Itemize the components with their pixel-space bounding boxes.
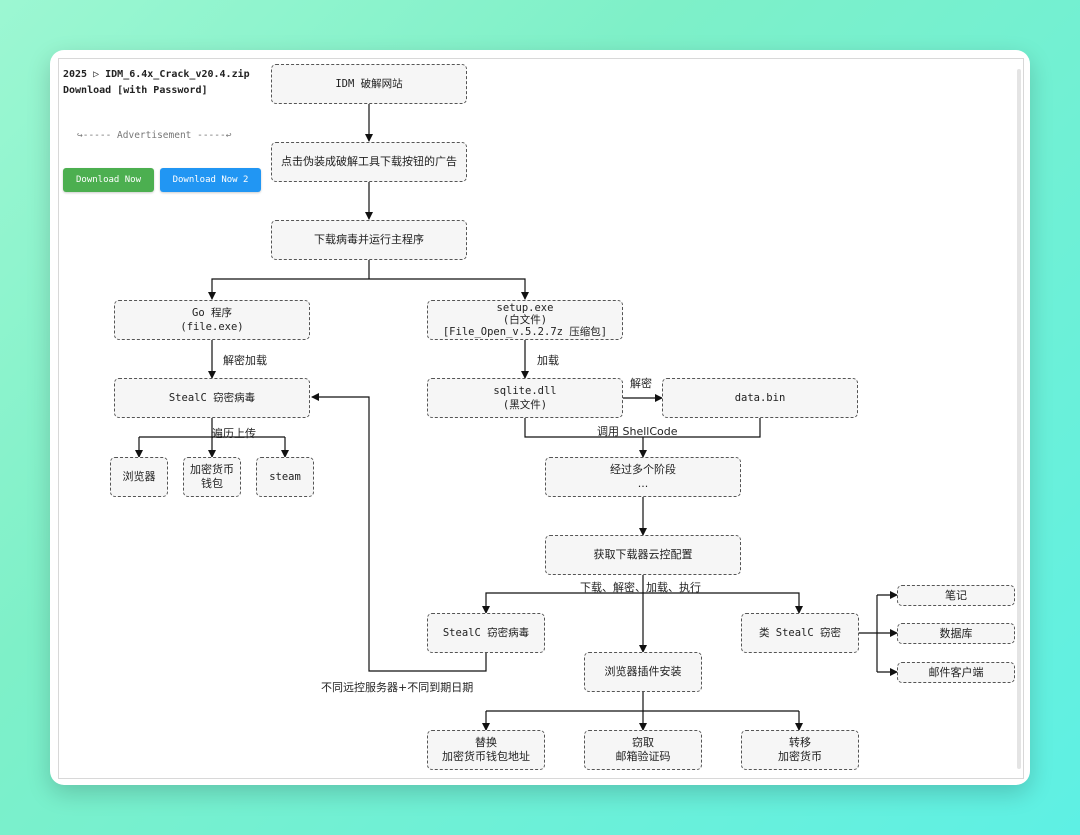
edge-databin-down	[643, 418, 761, 438]
advertisement-label: ↪----- Advertisement -----↩	[77, 130, 232, 141]
node-database: 数据库	[897, 623, 1015, 644]
node-steal-email-code: 窃取 邮箱验证码	[584, 730, 702, 770]
node-label: 邮件客户端	[928, 665, 984, 679]
node-label: 下载病毒并运行主程序	[314, 233, 424, 246]
node-transfer-crypto: 转移 加密货币	[741, 730, 859, 770]
edge-split-to-go	[208, 278, 369, 300]
node-multi-stage: 经过多个阶段 ...	[545, 457, 741, 497]
node-go-program: Go 程序 (file.exe)	[114, 300, 310, 340]
download-now-button[interactable]: Download Now	[63, 168, 154, 192]
label-decrypt: 解密	[630, 377, 652, 390]
node-stealc-like: 类 StealC 窃密	[741, 613, 859, 653]
label-decrypt-load: 解密加载	[223, 354, 267, 367]
node-label: 转移	[789, 736, 811, 749]
node-label: 加密货币	[778, 750, 822, 763]
edge-sqlite-down	[524, 418, 643, 438]
node-label: 钱包	[201, 477, 223, 490]
node-label: [File_Open_v.5.2.7z 压缩包]	[442, 326, 608, 338]
node-label: 浏览器	[122, 470, 156, 483]
node-label: 类 StealC 窃密	[758, 627, 842, 639]
node-data-bin: data.bin	[662, 378, 858, 418]
node-cloud-config: 获取下载器云控配置	[545, 535, 741, 575]
node-browser: 浏览器	[110, 457, 168, 497]
content-frame: 2025 ▷ IDM_6.4x_Crack_v20.4.zip Download…	[58, 58, 1024, 779]
node-label: 浏览器插件安装	[604, 665, 682, 678]
node-sqlite-dll: sqlite.dll (黑文件)	[427, 378, 623, 418]
node-mail-client: 邮件客户端	[897, 662, 1015, 683]
node-label: Go 程序	[192, 307, 232, 319]
node-notes: 笔记	[897, 585, 1015, 606]
edge-stealc-loop	[311, 393, 487, 672]
node-label: steam	[269, 471, 301, 483]
node-label: 笔记	[945, 588, 967, 602]
download-now-2-button[interactable]: Download Now 2	[160, 168, 261, 192]
node-label: ...	[637, 477, 649, 490]
node-label: setup.exe	[496, 302, 554, 314]
file-name-text: 2025 ▷ IDM_6.4x_Crack_v20.4.zip	[63, 69, 250, 80]
edge-split-right	[643, 592, 803, 614]
edge-split-to-setup	[369, 278, 529, 300]
node-label: data.bin	[734, 392, 786, 404]
node-label: IDM 破解网站	[335, 78, 403, 90]
node-download-run-main: 下载病毒并运行主程序	[271, 220, 467, 260]
node-label: 窃取	[632, 736, 654, 749]
node-label: 经过多个阶段	[610, 463, 676, 476]
node-extension-install: 浏览器插件安装	[584, 652, 702, 692]
node-label: 点击伪装成破解工具下载按钮的广告	[281, 155, 457, 168]
scrollbar[interactable]	[1017, 69, 1021, 769]
node-label: 邮箱验证码	[615, 750, 671, 763]
node-steam: steam	[256, 457, 314, 497]
label-call-shellcode: 调用 ShellCode	[597, 425, 678, 438]
window-card: 2025 ▷ IDM_6.4x_Crack_v20.4.zip Download…	[50, 50, 1030, 785]
edge-split-left	[482, 592, 643, 614]
node-fake-download-ad: 点击伪装成破解工具下载按钮的广告	[271, 142, 467, 182]
node-stealc-bottom: StealC 窃密病毒	[427, 613, 545, 653]
label-different-servers: 不同远控服务器+不同到期日期	[321, 681, 474, 694]
node-label: (黑文件)	[502, 399, 548, 411]
diagram-connectors	[135, 104, 898, 731]
node-label: sqlite.dll	[493, 385, 557, 397]
label-download-chain: 下载、解密、加载、执行	[580, 581, 701, 594]
node-label: (白文件)	[502, 314, 548, 326]
node-replace-wallet: 替换 加密货币钱包地址	[427, 730, 545, 770]
node-label: 数据库	[939, 626, 973, 640]
download-password-text: Download [with Password]	[63, 85, 208, 96]
node-label: 获取下载器云控配置	[593, 548, 693, 561]
node-label: StealC 窃密病毒	[442, 627, 530, 639]
node-crypto-wallet: 加密货币 钱包	[183, 457, 241, 497]
node-label: 加密货币	[190, 463, 234, 476]
node-label: 替换	[475, 736, 497, 749]
node-setup-exe: setup.exe (白文件) [File_Open_v.5.2.7z 压缩包]	[427, 300, 623, 340]
node-label: 加密货币钱包地址	[442, 750, 530, 763]
node-idm-crack-site: IDM 破解网站	[271, 64, 467, 104]
node-label: (file.exe)	[180, 321, 244, 333]
node-stealc-top: StealC 窃密病毒	[114, 378, 310, 418]
label-load: 加载	[537, 354, 559, 367]
node-label: StealC 窃密病毒	[168, 392, 256, 404]
label-traverse-upload: 遍历上传	[212, 427, 256, 440]
